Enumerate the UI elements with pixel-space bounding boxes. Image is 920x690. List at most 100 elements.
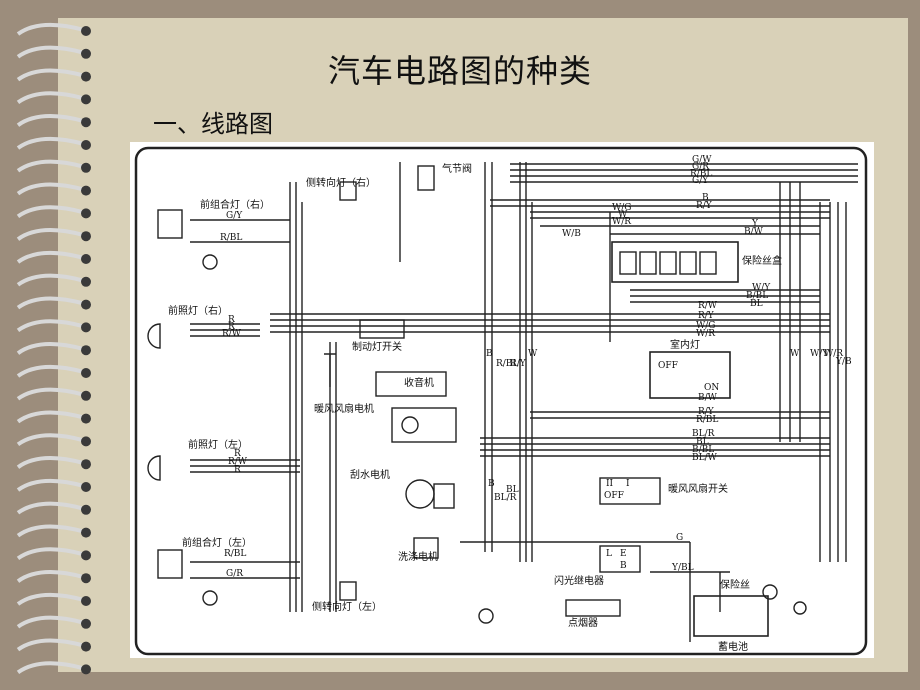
binding-hole [81,482,91,492]
wire-code: B [486,349,493,359]
wire-code: R/W [222,329,242,339]
binding-ring [16,638,85,652]
wire-code: BL/R [692,429,715,439]
wire-code: W/R [824,349,843,359]
binding-hole [81,208,91,219]
binding-ring [16,364,85,378]
wire-code: R [228,322,235,332]
binding-ring [16,22,85,36]
wire-code: W/G [612,203,631,213]
label-headlamp-right: 前照灯（右） [168,304,228,317]
binding-hole [81,299,91,310]
binding-hole [81,254,91,264]
wire-code: R [234,449,241,459]
binding-hole [81,276,91,287]
wire-code: R/BL [696,415,718,425]
wire-code: BL/R [494,493,517,503]
spiral-binding [16,22,91,675]
wire-code: B/W [744,227,764,237]
binding-hole [81,71,91,82]
binding-ring [16,524,85,538]
binding-ring [16,410,85,424]
binding-ring [16,296,85,310]
wire-code: R/W [698,301,718,311]
binding-hole [81,527,91,538]
label-side-turn-left: 侧转向灯（左） [312,600,382,613]
label-cigar-lighter: 点烟器 [568,616,598,629]
label-brake-switch: 制动灯开关 [352,340,402,353]
binding-hole [81,140,91,150]
binding-hole [81,94,91,105]
label-front-combo-right: 前组合灯（右） [200,198,270,211]
wire-code: BL [750,299,763,309]
binding-hole [81,117,91,128]
label-heater-switch: 暖风风扇开关 [668,482,728,495]
binding-ring [16,433,85,447]
binding-ring [16,501,85,515]
wire-code: Y [751,219,759,229]
wire-code: W [618,210,628,220]
wire-code: W/R [612,217,631,227]
label-radio: 收音机 [404,376,434,389]
wire-code: R/W [228,457,248,467]
wire-code: B/BL [692,445,714,455]
binding-ring [16,91,85,105]
wire-code: G/W [692,155,712,165]
wire-code: II [606,479,614,489]
wire-code: B [488,479,495,489]
binding-ring [16,615,85,629]
wire-code: R/BL [220,233,242,243]
wire-code: G/R [226,569,243,579]
wire-code: ON [704,383,719,393]
wiring-diagram-svg: 气节阀 侧转向灯（右） 前组合灯（右） 保险丝盒 前照灯（右） 制动灯开关 室内… [134,146,868,656]
wire-code: OFF [658,361,678,371]
binding-hole [81,48,91,59]
wire-code: R/Y [696,201,713,211]
wire-code: R/BL [496,359,518,369]
wire-code: BL [696,437,709,447]
binding-ring [16,661,85,675]
binding-hole [81,641,91,652]
wire-code: W/G [696,321,715,331]
label-battery: 蓄电池 [718,640,748,653]
wire-code: B/W [698,393,718,403]
wire-code: Y/B [835,357,852,367]
label-fuse: 保险丝 [720,578,750,591]
wire-code: R/BL [690,169,712,179]
binding-hole [81,185,91,196]
wire-code: W/B [562,229,581,239]
wire-code: B/BL [746,291,768,301]
slide-subtitle: 一、线路图 [153,110,273,138]
wiring-diagram: 气节阀 侧转向灯（右） 前组合灯（右） 保险丝盒 前照灯（右） 制动灯开关 室内… [130,142,874,658]
binding-hole [81,413,91,424]
label-flasher-relay: 闪光继电器 [554,574,604,587]
wire-code: Y/BL [671,563,694,573]
binding-hole [81,345,91,356]
wire-code: W/R [696,329,715,339]
wire-code: R/Y [698,311,715,321]
binding-ring [16,342,85,355]
label-washer-motor: 洗涤电机 [398,550,438,563]
binding-ring [16,387,85,401]
binding-hole [81,26,91,36]
label-wiper-motor: 刮水电机 [350,468,390,481]
wire-code: BL/W [692,453,718,463]
binding-hole [81,436,91,447]
wire-code: W/Y [810,349,829,359]
binding-hole [81,504,91,515]
wire-code: I [626,479,630,489]
wire-code: E [620,549,627,559]
label-headlamp-left: 前照灯（左） [188,438,248,451]
wire-code: R [234,465,241,475]
binding-ring [16,456,85,469]
wire-code: OFF [604,491,624,501]
slide-title: 汽车电路图的种类 [327,52,592,90]
binding-hole [81,550,91,561]
label-interior-light: 室内灯 [670,338,700,351]
wire-code: G/R [692,162,709,172]
label-throttle-valve: 气节阀 [442,162,472,175]
wire-code: W/Y [752,283,771,293]
binding-hole [81,596,91,606]
wire-code: R/Y [510,359,527,369]
binding-hole [81,390,91,401]
